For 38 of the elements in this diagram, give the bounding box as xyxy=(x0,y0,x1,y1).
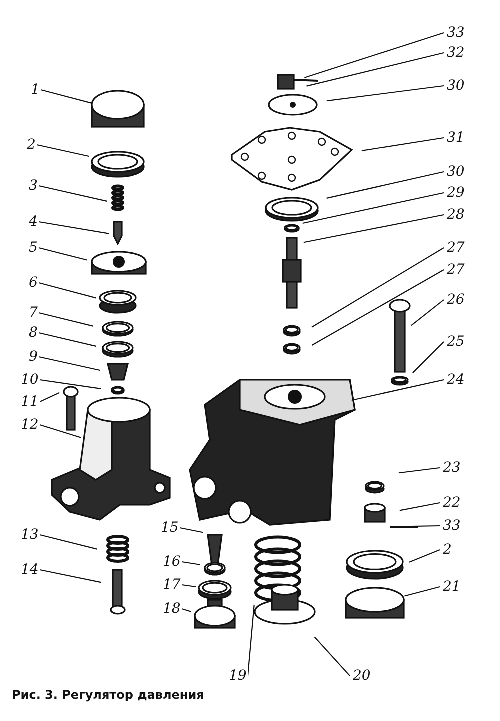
leader-line xyxy=(400,502,440,512)
leader-line xyxy=(312,270,444,346)
leader-line xyxy=(40,392,60,402)
leader-line xyxy=(304,214,444,244)
leader-line xyxy=(398,467,440,474)
leader-line xyxy=(412,342,444,374)
leader-line xyxy=(40,379,102,390)
leader-line xyxy=(38,332,96,347)
leader-line xyxy=(40,89,92,104)
leader-line xyxy=(306,52,444,87)
leader-line xyxy=(352,379,444,402)
leader-line xyxy=(314,636,350,676)
leader-line xyxy=(409,550,440,563)
leader-line xyxy=(38,221,110,234)
leader-line xyxy=(326,85,444,102)
leader-line xyxy=(362,137,444,152)
figure-caption: Рис. 3. Регулятор давления xyxy=(12,688,204,702)
leader-line xyxy=(40,424,82,438)
leader-line xyxy=(396,525,440,528)
leader-line xyxy=(247,604,255,676)
leader-line xyxy=(404,586,440,597)
leader-line xyxy=(40,569,102,584)
leader-line xyxy=(312,248,444,328)
leader-line xyxy=(38,282,96,299)
leader-line xyxy=(182,608,192,612)
leader-line xyxy=(304,32,444,78)
leader-line xyxy=(36,144,90,158)
leader-line xyxy=(38,185,108,202)
leader-line xyxy=(302,192,444,224)
leader-line xyxy=(38,356,100,372)
leader-line xyxy=(326,171,444,199)
leader-line xyxy=(38,247,88,261)
leader-line xyxy=(411,300,444,326)
leader-line xyxy=(180,527,204,534)
leader-line xyxy=(182,561,200,566)
leader-line xyxy=(40,534,98,550)
leader-line xyxy=(182,584,196,588)
leader-line xyxy=(38,312,94,327)
